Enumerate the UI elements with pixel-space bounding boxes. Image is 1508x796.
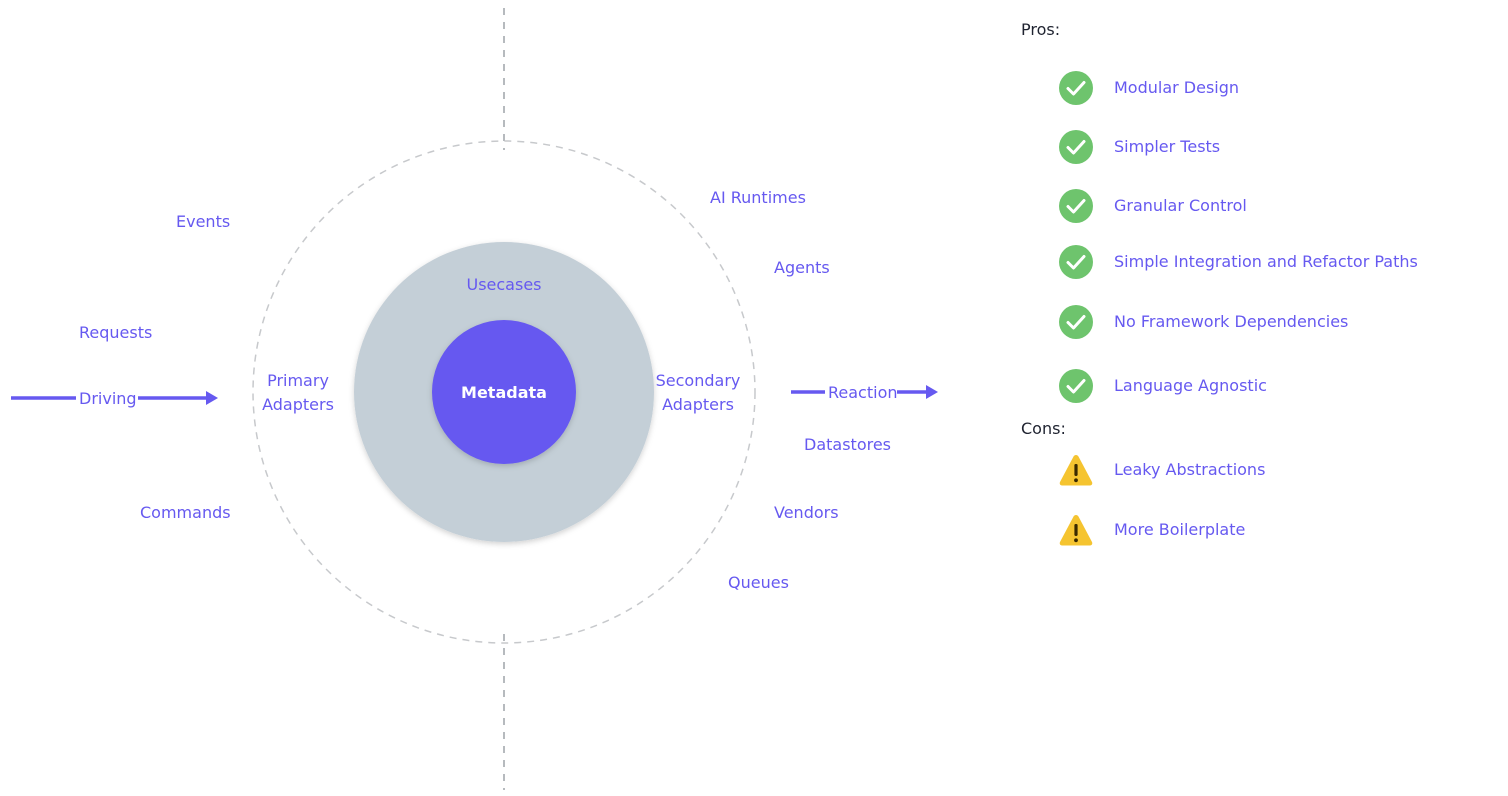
pro-item: Simpler Tests bbox=[1059, 129, 1220, 165]
secondary-adapters-label: Secondary Adapters bbox=[650, 369, 746, 417]
events-label: Events bbox=[176, 212, 231, 231]
check-circle-icon bbox=[1059, 245, 1093, 279]
pro-item: Granular Control bbox=[1059, 188, 1247, 224]
pro-item-label: Simple Integration and Refactor Paths bbox=[1114, 252, 1418, 271]
usecases-label: Usecases bbox=[466, 275, 542, 294]
datastores-label: Datastores bbox=[804, 435, 892, 454]
metadata-label: Metadata bbox=[461, 383, 547, 402]
reaction-label: Reaction bbox=[828, 383, 898, 402]
pro-item-label: Granular Control bbox=[1114, 196, 1247, 215]
primary-adapters-line-2: Adapters bbox=[262, 395, 334, 414]
con-item: Leaky Abstractions bbox=[1059, 452, 1265, 488]
pro-item-label: Modular Design bbox=[1114, 78, 1240, 97]
requests-label: Requests bbox=[79, 323, 153, 342]
pros-heading: Pros: bbox=[1021, 20, 1061, 39]
pro-item-label: Language Agnostic bbox=[1114, 376, 1267, 395]
pro-item-label: Simpler Tests bbox=[1114, 137, 1221, 156]
check-circle-icon bbox=[1059, 71, 1093, 105]
primary-adapters-line-1: Primary bbox=[267, 371, 329, 390]
pro-item: No Framework Dependencies bbox=[1059, 304, 1348, 340]
primary-adapters-label: Primary Adapters bbox=[256, 369, 340, 417]
reaction-arrow-head bbox=[926, 385, 938, 399]
con-item-label: Leaky Abstractions bbox=[1114, 460, 1266, 479]
commands-label: Commands bbox=[140, 503, 231, 522]
pro-item: Modular Design bbox=[1059, 70, 1239, 106]
secondary-adapters-line-2: Adapters bbox=[662, 395, 734, 414]
cons-heading: Cons: bbox=[1021, 419, 1066, 438]
ai-runtimes-label: AI Runtimes bbox=[710, 188, 806, 207]
pro-item: Simple Integration and Refactor Paths bbox=[1059, 244, 1418, 280]
agents-label: Agents bbox=[774, 258, 830, 277]
pro-item-label: No Framework Dependencies bbox=[1114, 312, 1349, 331]
check-circle-icon bbox=[1059, 305, 1093, 339]
pro-item: Language Agnostic bbox=[1059, 368, 1267, 404]
driving-label: Driving bbox=[79, 389, 137, 408]
check-circle-icon bbox=[1059, 130, 1093, 164]
adapters-dashed-ring bbox=[252, 140, 756, 644]
metadata-core bbox=[432, 320, 576, 464]
check-circle-icon bbox=[1059, 369, 1093, 403]
con-item: More Boilerplate bbox=[1059, 512, 1245, 548]
warning-icon bbox=[1059, 515, 1093, 546]
warning-icon bbox=[1059, 455, 1093, 486]
vendors-label: Vendors bbox=[774, 503, 839, 522]
queues-label: Queues bbox=[728, 573, 789, 592]
secondary-adapters-line-1: Secondary bbox=[655, 371, 741, 390]
check-circle-icon bbox=[1059, 189, 1093, 223]
con-item-label: More Boilerplate bbox=[1114, 520, 1246, 539]
driving-arrow-head bbox=[206, 391, 218, 405]
